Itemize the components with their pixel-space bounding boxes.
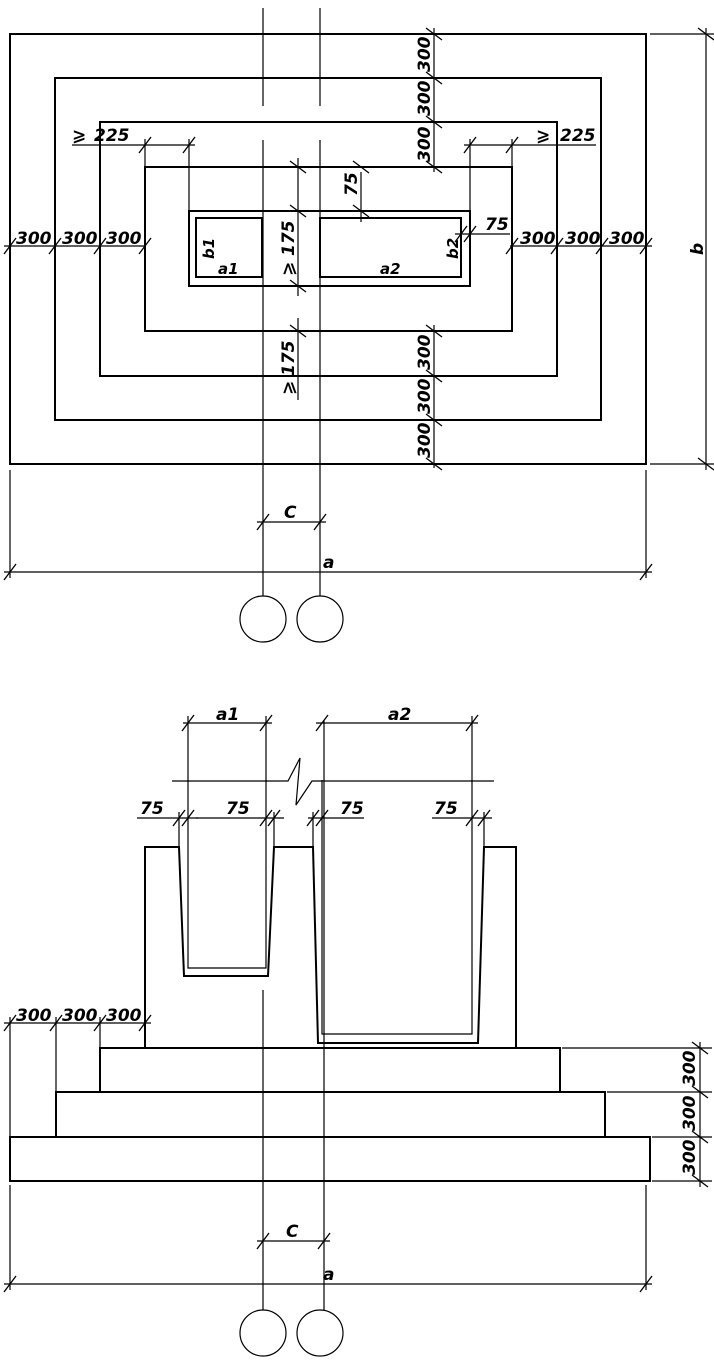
section-dim-75-row: 75 75 75 75 — [137, 799, 492, 847]
dim-bottom-300-2: 300 — [415, 378, 435, 414]
dim-left-300-3: 300 — [106, 229, 142, 249]
label-b1: b1 — [200, 238, 218, 259]
dim-left-300-2: 300 — [62, 229, 98, 249]
section-75-2: 75 — [226, 799, 250, 819]
dim-225-left-ge: ⩾ — [72, 126, 86, 146]
dim-175-upper: 175 — [279, 221, 299, 257]
dim-bottom-300-3: 300 — [415, 422, 435, 458]
section-left-dimensions: 300 300 300 — [3, 1006, 152, 1137]
dim-left-300-1: 300 — [16, 229, 52, 249]
plan-view: 300 300 300 300 300 300 300 300 300 — [3, 8, 714, 643]
section-label-c: C — [286, 1222, 299, 1242]
section-right-dimensions: 300 300 300 — [562, 1041, 712, 1188]
plan-column-1 — [195, 217, 263, 278]
section-right-300-2: 300 — [680, 1095, 700, 1131]
dim-225-right: 225 — [560, 126, 596, 146]
section-dim-a: a — [3, 1185, 653, 1293]
plan-225-left: ⩾ 225 — [72, 126, 196, 211]
label-a2: a2 — [380, 260, 401, 278]
section-step-2 — [55, 1091, 606, 1138]
section-right-300-1: 300 — [680, 1050, 700, 1086]
section-label-a2: a2 — [388, 705, 411, 725]
plan-175-lower: ⩾ 175 — [279, 318, 307, 400]
dim-175-lower: 175 — [279, 341, 299, 377]
plan-dim-b: b — [650, 27, 714, 471]
section-left-300-1: 300 — [16, 1006, 52, 1026]
section-75-3: 75 — [340, 799, 364, 819]
section-undercolumn — [144, 846, 517, 1048]
section-dim-a1: a1 — [181, 705, 273, 782]
section-dim-c: C — [256, 1222, 331, 1250]
dim-225-left: 225 — [94, 126, 130, 146]
plan-75-right: 75 — [454, 215, 510, 243]
dim-75-right: 75 — [485, 215, 509, 235]
plan-dim-a: a — [3, 470, 653, 581]
section-left-300-2: 300 — [62, 1006, 98, 1026]
plan-bottom-dimensions: 300 300 300 — [415, 324, 443, 471]
break-line — [172, 757, 494, 806]
label-a1: a1 — [218, 260, 239, 278]
plan-75-top: 75 — [342, 160, 370, 222]
dim-c: C — [284, 503, 297, 523]
plan-right-dimensions: 300 300 300 — [505, 229, 653, 255]
dim-right-300-2: 300 — [565, 229, 601, 249]
dim-175-lower-ge: ⩾ — [279, 381, 299, 395]
dim-top-300-1: 300 — [415, 36, 435, 72]
section-left-300-3: 300 — [106, 1006, 142, 1026]
plan-left-dimensions: 300 300 300 — [3, 229, 152, 255]
section-75-1: 75 — [140, 799, 164, 819]
section-axis-bubble-2 — [296, 1309, 344, 1357]
section-step-1 — [9, 1136, 651, 1182]
plan-225-right: ⩾ 225 — [463, 126, 596, 211]
dim-top-300-2: 300 — [415, 80, 435, 116]
section-right-300-3: 300 — [680, 1139, 700, 1175]
plan-top-dimensions: 300 300 300 — [415, 27, 443, 174]
dim-175-upper-ge: ⩾ — [279, 262, 299, 276]
section-column-1 — [187, 780, 267, 969]
dim-bottom-300-1: 300 — [415, 334, 435, 370]
section-column-2 — [321, 780, 473, 1035]
plan-175-upper: ⩾ 175 — [279, 158, 307, 296]
section-view: a1 a2 75 7 — [3, 705, 712, 1357]
plan-axes — [239, 8, 344, 643]
section-75-4: 75 — [434, 799, 458, 819]
plan-dim-c: C — [256, 503, 327, 531]
section-dim-a2: a2 — [315, 705, 479, 782]
section-step-3 — [99, 1047, 561, 1093]
dim-right-300-1: 300 — [520, 229, 556, 249]
dim-b: b — [688, 243, 708, 255]
axis-bubble-2 — [296, 595, 344, 643]
plan-step-1 — [9, 33, 647, 465]
axis-bubble-1 — [239, 595, 287, 643]
plan-step-3 — [99, 121, 558, 377]
dim-75-top: 75 — [342, 172, 362, 196]
section-label-a1: a1 — [216, 705, 239, 725]
section-axes — [239, 720, 344, 1357]
plan-socket — [188, 210, 471, 287]
dim-right-300-3: 300 — [609, 229, 645, 249]
plan-undercolumn — [144, 166, 513, 332]
plan-step-2 — [54, 77, 602, 421]
dim-a: a — [323, 553, 334, 573]
section-label-a: a — [323, 1265, 334, 1285]
label-b2: b2 — [444, 238, 462, 259]
section-axis-bubble-1 — [239, 1309, 287, 1357]
dim-225-right-ge: ⩾ — [536, 126, 550, 146]
dim-top-300-3: 300 — [415, 126, 435, 162]
